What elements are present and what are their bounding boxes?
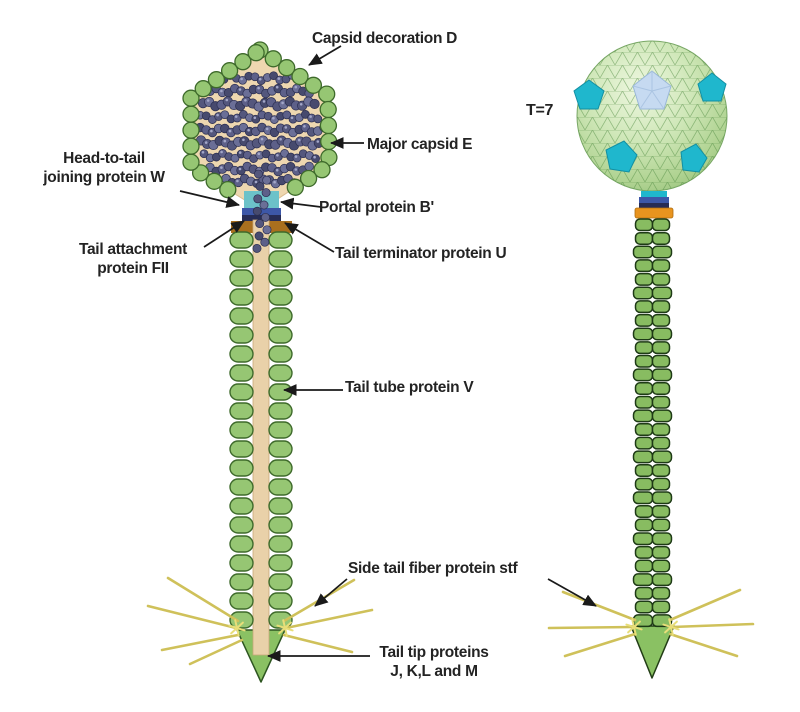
label-head-to-tail: Head-to-tail joining protein W [28, 149, 180, 187]
portal-band-3d [641, 191, 667, 197]
arrow-tail-attachment [203, 220, 245, 248]
label-tail-tube: Tail tube protein V [345, 379, 474, 396]
label-tail-tip: Tail tip proteins J, K,L and M [360, 643, 508, 681]
label-tail-tip-line2: J, K,L and M [390, 663, 478, 680]
dna-coil [195, 71, 329, 189]
pentagon-facet [697, 72, 727, 102]
schematic-phage [146, 41, 374, 683]
arrow-capsid-decoration [308, 45, 342, 66]
pentagon-facet [680, 143, 708, 173]
label-side-tail-fiber: Side tail fiber protein stf [348, 560, 518, 577]
arrow-stf-right [547, 578, 597, 607]
attachment-band-3d [634, 207, 674, 219]
joining-band-3d [639, 197, 669, 203]
capsid-mesh [577, 41, 727, 191]
arrow-head-to-tail [179, 190, 240, 208]
tail-tube-core [252, 219, 270, 656]
annotation-arrows [179, 45, 597, 662]
label-tail-attachment-line1: Tail attachment [78, 241, 188, 258]
dna-strand-in-neck [252, 169, 272, 253]
arrow-stf-left [314, 578, 348, 607]
arrow-portal [279, 197, 322, 210]
label-capsid-decoration: Capsid decoration D [312, 30, 458, 47]
tail-tube-rings [229, 231, 293, 629]
label-tail-attachment: Tail attachment protein FII [60, 240, 206, 278]
pentagon-facet [573, 79, 605, 110]
tail-rings-3d [632, 218, 673, 628]
pentagon-facet-light [632, 70, 672, 110]
arrow-tail-terminator [284, 222, 335, 253]
pentagon-facets [573, 72, 727, 173]
neck-bands-3d [634, 191, 674, 219]
label-portal: Portal protein B' [319, 199, 434, 216]
terminator-band-3d [639, 203, 669, 208]
pentagon-facet [605, 140, 638, 173]
major-capsid-subunits [182, 41, 338, 199]
phage-3d-model [547, 40, 755, 679]
label-tail-tip-line1: Tail tip proteins [379, 644, 489, 661]
tail-tip-cone-3d [630, 625, 675, 679]
label-head-to-tail-line2: joining protein W [43, 169, 165, 186]
label-major-capsid: Major capsid E [367, 136, 473, 153]
label-tail-attachment-line2: protein FII [97, 260, 169, 277]
label-head-to-tail-line1: Head-to-tail [63, 150, 145, 167]
label-tail-terminator: Tail terminator protein U [335, 245, 507, 262]
label-t-number: T=7 [526, 102, 554, 119]
side-tail-fibers-3d [547, 588, 755, 658]
